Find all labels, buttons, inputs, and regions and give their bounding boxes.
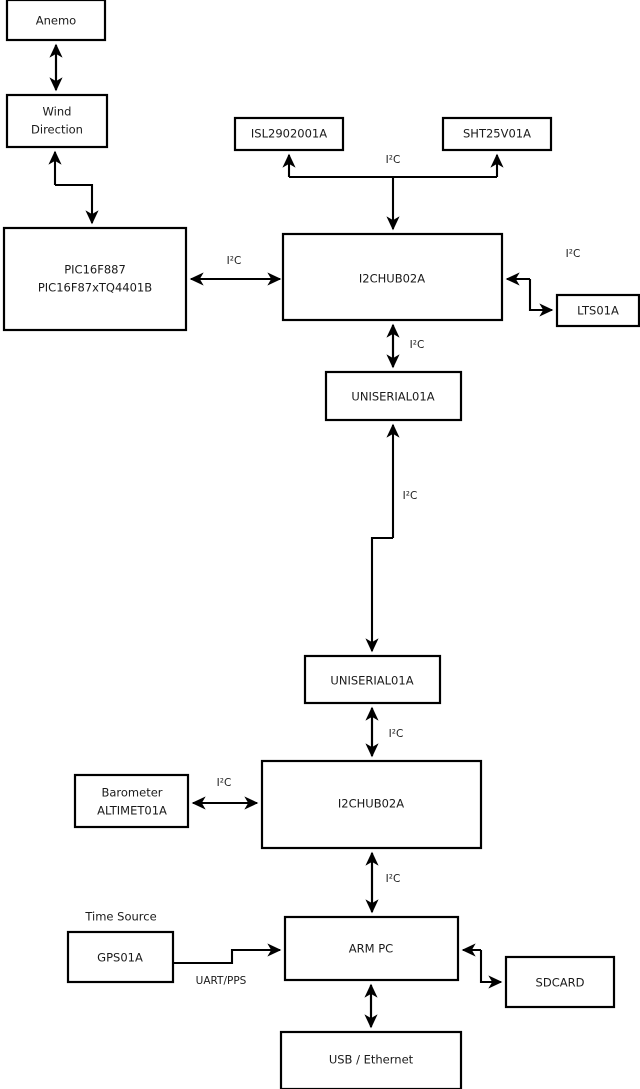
arrowhead-down	[55, 183, 99, 225]
edge-hub-lts: I²C	[505, 248, 581, 317]
node-usb-ethernet[interactable]: USB / Ethernet	[279, 1030, 463, 1089]
edge-label-hub-lts: I²C	[566, 248, 581, 260]
node-lts01a-label: LTS01A	[577, 304, 619, 318]
edge-label-hub-uniserial: I²C	[410, 339, 425, 351]
node-pic-mcu[interactable]: PIC16F887 PIC16F87xTQ4401B	[2, 226, 188, 332]
node-sht25v01a[interactable]: SHT25V01A	[441, 116, 553, 152]
node-anemo-box[interactable]	[5, 0, 107, 42]
edge-barometer-hub: I²C	[191, 777, 259, 810]
node-usb-ethernet-box[interactable]	[279, 1030, 463, 1089]
node-anemo-label: Anemo	[36, 14, 76, 28]
node-uniserial01a-lower[interactable]: UNISERIAL01A	[303, 654, 442, 705]
node-uniserial01a-lower-box[interactable]	[303, 654, 442, 705]
edge-layer: I²C I²C I²C I²C	[48, 43, 581, 1029]
node-i2chub02a-bottom-box[interactable]	[260, 759, 483, 850]
node-arm-pc-label: ARM PC	[349, 942, 393, 956]
edge-label-barometer-hub: I²C	[217, 777, 232, 789]
edge-gps-arm: UART/PPS	[173, 943, 282, 987]
node-i2chub02a-bottom[interactable]: I2CHUB02A	[260, 759, 483, 850]
node-isl2902001a-box[interactable]	[233, 116, 345, 152]
node-isl2902001a[interactable]: ISL2902001A	[233, 116, 345, 152]
node-barometer[interactable]: Barometer ALTIMET01A	[73, 773, 190, 829]
edge-uniserial-hub-bottom: I²C	[365, 706, 404, 758]
node-arm-pc[interactable]: ARM PC	[283, 915, 460, 982]
edge-label-hub-sensors: I²C	[386, 154, 401, 166]
node-uniserial01a-upper-label: UNISERIAL01A	[351, 390, 434, 404]
node-wind-direction-box[interactable]	[5, 93, 109, 149]
edge-label-uniserial-link: I²C	[403, 490, 418, 502]
node-sdcard[interactable]: SDCARD	[504, 955, 616, 1009]
edge-uniserial-link: I²C	[365, 423, 418, 653]
node-wind-direction[interactable]: Wind Direction	[5, 93, 109, 149]
node-gps01a-label: GPS01A	[97, 951, 143, 965]
node-pic-mcu-box[interactable]	[2, 226, 188, 332]
node-arm-pc-box[interactable]	[283, 915, 460, 982]
node-lts01a-box[interactable]	[555, 293, 640, 328]
node-sht25v01a-box[interactable]	[441, 116, 553, 152]
node-i2chub02a-top[interactable]: I2CHUB02A	[281, 232, 504, 322]
edge-hub-uniserial-up: I²C	[386, 323, 425, 369]
node-barometer-label-line1: Barometer	[101, 786, 162, 800]
edge-label-gps-arm: UART/PPS	[196, 975, 247, 987]
arrowhead-to-arm	[173, 943, 282, 965]
arrowhead-to-sdcard	[479, 950, 503, 989]
edge-label-pic-hub: I²C	[227, 255, 242, 267]
node-pic-mcu-label-line2: PIC16F87xTQ4401B	[38, 281, 152, 295]
node-lts01a[interactable]: LTS01A	[555, 293, 640, 328]
node-uniserial01a-upper-box[interactable]	[324, 370, 463, 422]
node-isl2902001a-label: ISL2902001A	[251, 127, 327, 141]
node-uniserial01a-lower-label: UNISERIAL01A	[330, 674, 413, 688]
node-i2chub02a-bottom-label: I2CHUB02A	[338, 797, 404, 811]
node-i2chub02a-top-box[interactable]	[281, 232, 504, 322]
edge-arm-sdcard	[461, 943, 503, 989]
edge-label-hub-arm: I²C	[386, 873, 401, 885]
label-time-source: Time Source	[84, 910, 156, 924]
arrowhead-to-lts	[528, 279, 554, 317]
node-uniserial01a-upper[interactable]: UNISERIAL01A	[324, 370, 463, 422]
edge-wind-pic	[48, 150, 99, 225]
edge-pic-hub: I²C	[189, 255, 282, 286]
node-anemo[interactable]: Anemo	[5, 0, 107, 42]
node-sdcard-box[interactable]	[504, 955, 616, 1009]
node-sht25v01a-label: SHT25V01A	[463, 127, 531, 141]
node-gps01a-box[interactable]	[66, 930, 175, 984]
node-pic-mcu-label-line1: PIC16F887	[64, 263, 126, 277]
node-usb-ethernet-label: USB / Ethernet	[329, 1053, 414, 1067]
edge-hub-bottom-arm: I²C	[365, 851, 401, 914]
node-wind-direction-label-line2: Direction	[31, 123, 83, 137]
free-label-layer: Time Source	[84, 910, 156, 924]
node-i2chub02a-top-label: I2CHUB02A	[359, 272, 425, 286]
edge-label-uniserial-hub: I²C	[389, 728, 404, 740]
node-wind-direction-label-line1: Wind	[43, 105, 72, 119]
node-barometer-label-line2: ALTIMET01A	[97, 804, 167, 818]
arrowhead-down	[365, 536, 393, 653]
node-barometer-box[interactable]	[73, 773, 190, 829]
node-sdcard-label: SDCARD	[536, 976, 585, 990]
node-gps01a[interactable]: GPS01A	[66, 930, 175, 984]
edge-hub-sensors-bus: I²C	[282, 153, 504, 231]
